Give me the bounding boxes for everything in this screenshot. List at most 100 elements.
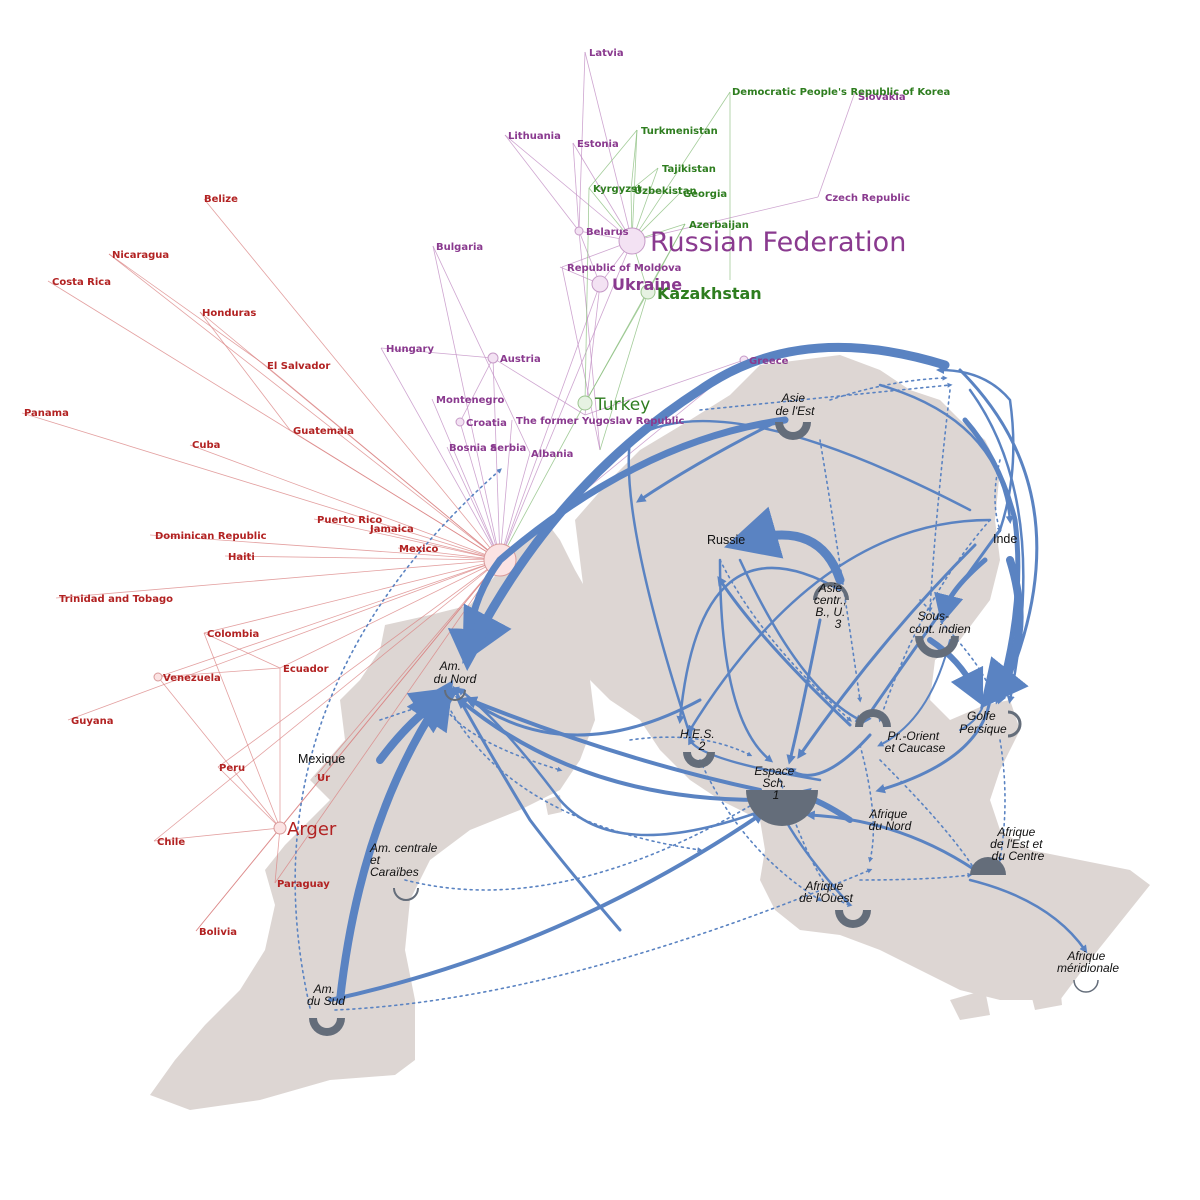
pole-asie-centrale (813, 582, 849, 601)
region-afrique-nord-line1: Afrique (868, 807, 907, 821)
label-trinidad: Trinidad and Tobago (59, 594, 173, 605)
label-mexico: Mexico (399, 544, 439, 555)
region-afrique-ouest-line1: Afrique (804, 879, 843, 893)
label-croatia: Croatia (466, 418, 507, 429)
region-afrique-meridionale-line2: méridionale (1057, 961, 1119, 975)
region-asie-est-line1: Asie (781, 391, 806, 405)
label-kyrgyzstan: Kyrgyzst (593, 184, 642, 195)
label-dominican-republic: Dominican Republic (155, 531, 267, 542)
label-dprk: Democratic People's Republic of Korea (732, 87, 950, 98)
label-nicaragua: Nicaragua (112, 250, 169, 261)
label-argentina: Arger (287, 819, 337, 840)
medium-flows (452, 366, 1088, 954)
region-asie-centrale-line4: 3 (835, 617, 842, 631)
label-guyana: Guyana (71, 716, 113, 727)
region-afrique-ouest-line2: de l'Ouest (799, 891, 853, 905)
label-greece: Greece (749, 356, 789, 367)
label-ecuador: Ecuador (283, 664, 329, 675)
region-afrique-est: Afrique de l'Est et du Centre (990, 825, 1046, 863)
land-eurasia (575, 355, 1150, 1000)
region-asie-centrale-line3: B., U. (815, 605, 845, 619)
region-am-nord-line2: du Nord (434, 672, 477, 686)
label-turkey: Turkey (594, 395, 650, 415)
region-sous-continent-line1: Sous- (918, 609, 949, 623)
pole-pr-orient (855, 709, 891, 727)
region-am-nord: Am. du Nord (434, 659, 477, 686)
region-espace-line2: Sch. (762, 776, 786, 790)
region-afrique-meridionale: Afrique méridionale (1057, 949, 1119, 975)
land-island (520, 655, 540, 676)
pole-espace-schengen (746, 790, 818, 826)
croatia-node (455, 417, 465, 427)
region-inde: Inde (993, 532, 1017, 546)
label-azerbaijan: Azerbaijan (689, 220, 749, 231)
land-island (605, 570, 635, 600)
label-turkmenistan: Turkmenistan (641, 126, 718, 137)
region-am-centrale: Am. centrale et Caraïbes (369, 841, 441, 879)
label-moldova: Republic of Moldova (567, 263, 681, 274)
region-afrique-est-line1: Afrique (996, 825, 1035, 839)
label-lithuania: Lithuania (508, 131, 561, 142)
label-honduras: Honduras (202, 308, 256, 319)
region-pr-orient: Pr.-Orient et Caucase (885, 729, 946, 755)
label-latvia: Latvia (589, 48, 624, 59)
label-guatemala: Guatemala (293, 426, 354, 437)
region-russie: Russie (707, 533, 745, 547)
region-sous-continent: Sous- cont. indien (909, 609, 971, 636)
argentina-node (273, 821, 287, 835)
region-hes-line1: H.E.S. (680, 727, 715, 741)
region-sous-continent-line2: cont. indien (909, 622, 971, 636)
label-el-salvador: El Salvador (267, 361, 330, 372)
region-espace-schengen: Espace Sch. 1 (754, 764, 797, 802)
label-cuba: Cuba (192, 440, 220, 451)
label-bolivia: Bolivia (199, 927, 237, 938)
label-colombia: Colombia (207, 629, 259, 640)
region-afrique-nord-line2: du Nord (869, 819, 912, 833)
label-czech: Czech Republic (825, 193, 910, 204)
region-asie-est: Asie de l'Est (776, 391, 816, 418)
label-kazakhstan: Kazakhstan (657, 284, 762, 303)
region-asie-centrale-line2: centr., (814, 593, 847, 607)
label-jamaica: Jamaica (369, 524, 414, 535)
label-paraguay: Paraguay (277, 879, 330, 890)
region-am-nord-line1: Am. (439, 659, 461, 673)
pole-hes (683, 752, 715, 768)
region-golfe-line2: Persique (959, 722, 1007, 736)
region-afrique-est-line3: du Centre (992, 849, 1045, 863)
region-asie-est-line2: de l'Est (776, 404, 816, 418)
label-chile: Chile (157, 837, 185, 848)
label-serbia: Serbia (490, 443, 526, 454)
label-georgia: Georgia (683, 189, 727, 200)
label-uruguay: Ur (317, 773, 330, 784)
network-edges (21, 51, 856, 932)
label-slovakia: Slovakia (858, 92, 906, 103)
region-golfe-line1: Golfe (967, 709, 996, 723)
region-espace-line1: Espace (754, 764, 794, 778)
edges-americas (21, 198, 501, 932)
pole-afrique-est (970, 857, 1006, 875)
label-uzbekistan: Uzbekistan (634, 186, 697, 197)
belarus-node (574, 226, 584, 236)
labels-central-asia: Democratic People's Republic of Korea Tu… (593, 87, 950, 415)
label-bulgaria: Bulgaria (436, 242, 483, 253)
pole-afrique-ouest (835, 910, 871, 928)
land-island (545, 795, 562, 815)
region-am-sud: Am. du Sud (307, 982, 345, 1008)
region-am-sud-line1: Am. (313, 982, 335, 996)
label-haiti: Haiti (228, 552, 255, 563)
label-russia: Russian Federation (650, 227, 906, 258)
label-macedonia: The former Yugoslav Republic (516, 416, 685, 427)
edges-europe (380, 51, 856, 561)
region-espace-line3: 1 (773, 788, 780, 802)
label-estonia: Estonia (577, 139, 619, 150)
region-hes-line2: 2 (698, 739, 706, 753)
pole-am-nord (444, 689, 466, 701)
region-mexique: Mexique (298, 752, 345, 766)
land-island (950, 990, 990, 1020)
label-austria: Austria (500, 354, 541, 365)
region-pr-orient-line2: et Caucase (885, 741, 946, 755)
region-am-centrale-line2: et (370, 853, 381, 867)
land-island (540, 612, 575, 645)
label-panama: Panama (24, 408, 69, 419)
region-asie-centrale-line1: Asie (818, 581, 843, 595)
